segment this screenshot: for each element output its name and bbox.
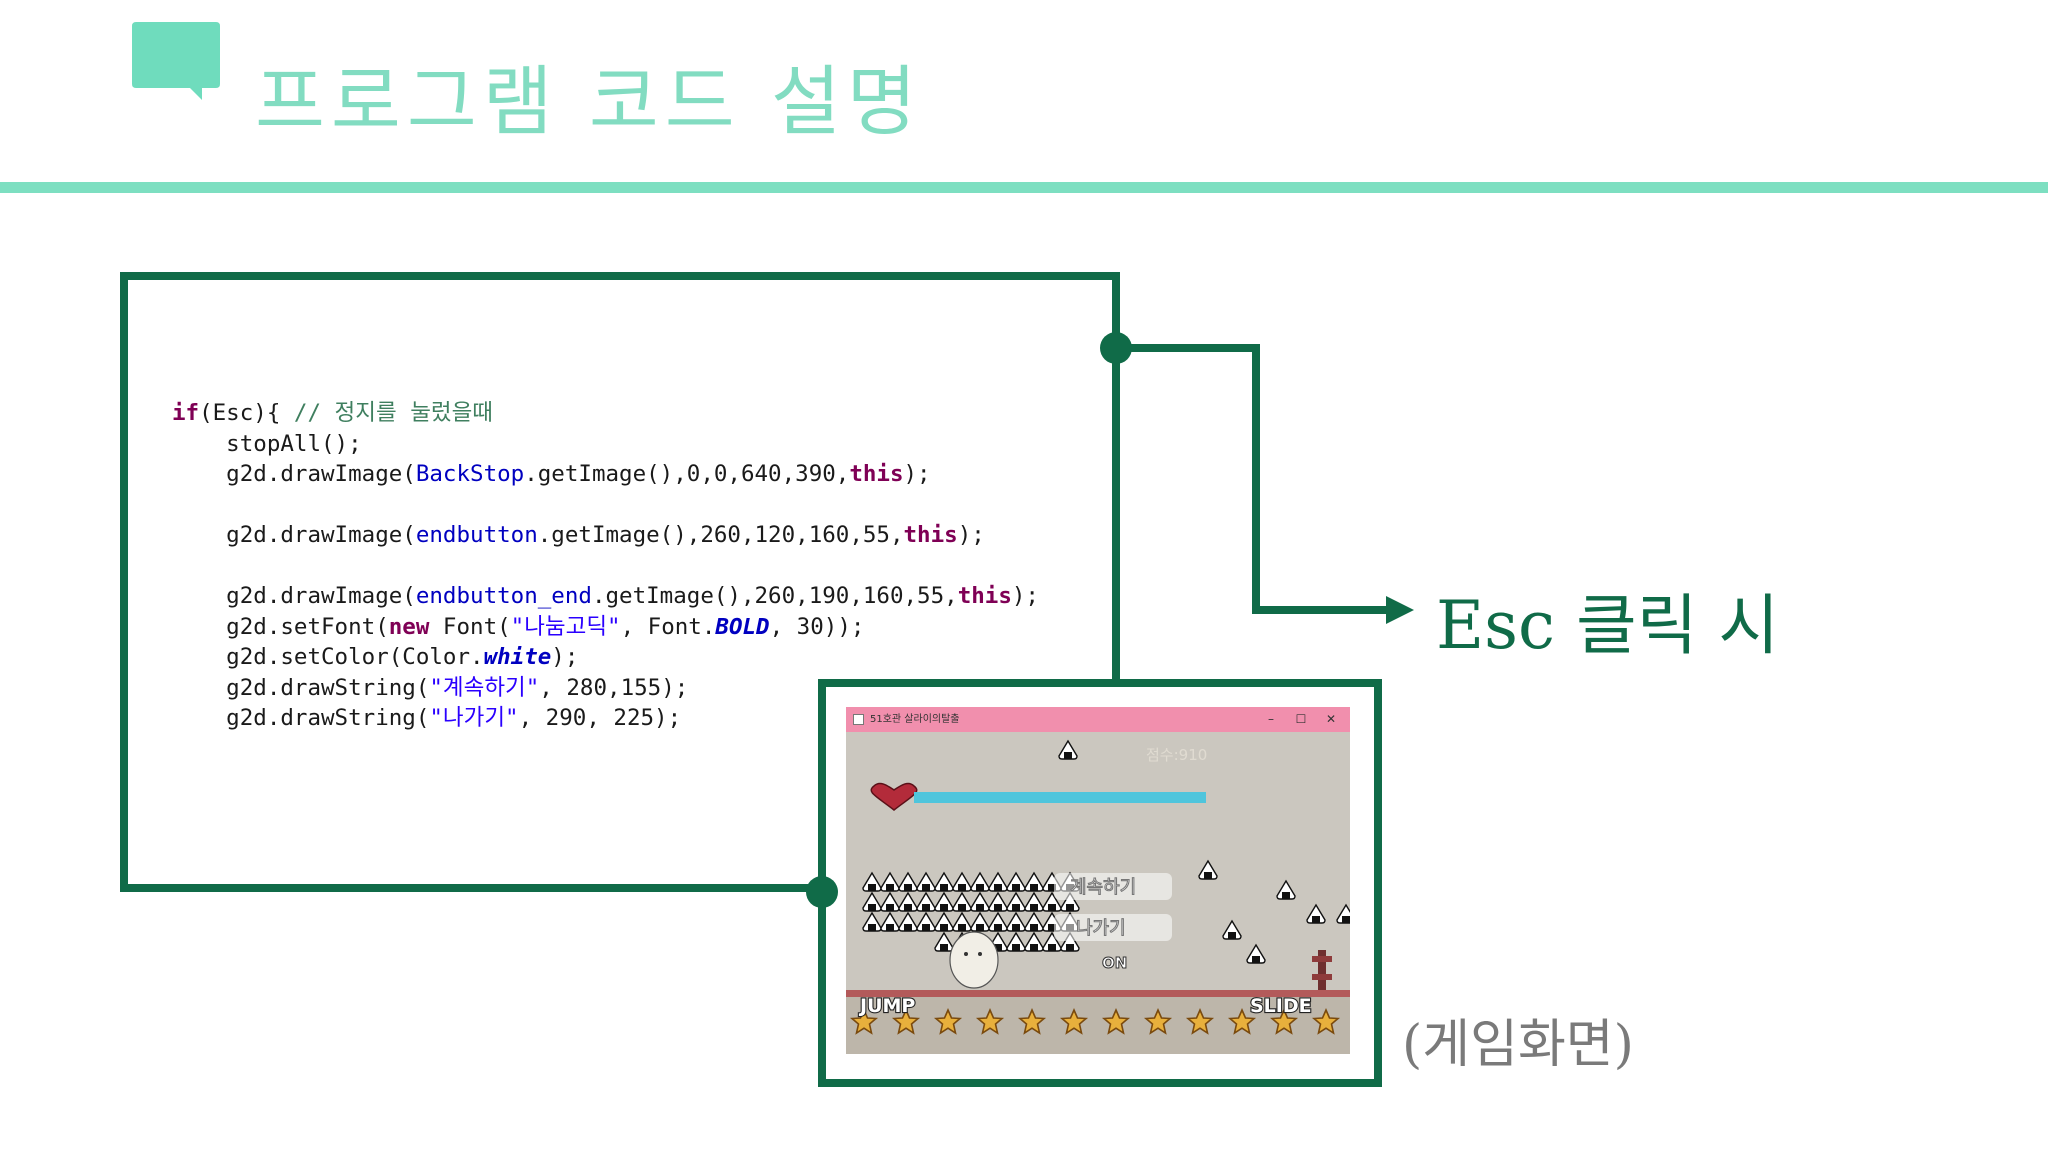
code-constant: white bbox=[483, 644, 552, 670]
code-token: g2d.setColor(Color. bbox=[172, 644, 484, 670]
player-character bbox=[949, 931, 999, 989]
speech-bubble-icon bbox=[132, 22, 220, 100]
code-token: g2d.setFont( bbox=[172, 613, 389, 640]
code-string: "나가기" bbox=[429, 705, 519, 731]
game-screen-caption: (게임화면) bbox=[1402, 1015, 1634, 1075]
resume-label: 계속하기 bbox=[1070, 877, 1136, 898]
jump-button[interactable]: JUMP bbox=[857, 994, 917, 1018]
code-token: ); bbox=[551, 644, 579, 670]
code-token: , 290, 225); bbox=[518, 705, 682, 731]
app-icon bbox=[853, 714, 864, 725]
exit-button[interactable] bbox=[1054, 914, 1172, 941]
code-token: Font( bbox=[429, 613, 511, 640]
code-token: , 30)); bbox=[769, 613, 865, 640]
sound-toggle[interactable]: ON bbox=[1102, 954, 1128, 973]
code-token: .getImage(),260,120,160,55, bbox=[537, 522, 904, 548]
code-string: "나눔고딕" bbox=[510, 613, 621, 640]
code-keyword: this bbox=[903, 522, 958, 548]
connector-dot bbox=[806, 876, 838, 908]
code-comment: // 정지를 눌렀을때 bbox=[293, 400, 494, 426]
code-keyword: this bbox=[957, 583, 1012, 609]
resume-button[interactable] bbox=[1054, 873, 1172, 900]
code-token: (Esc){ bbox=[199, 400, 294, 426]
code-token: , 280,155); bbox=[539, 674, 689, 701]
esc-click-label: Esc 클릭 시 bbox=[1436, 587, 1780, 664]
exit-label: 나가기 bbox=[1076, 918, 1126, 939]
title-divider bbox=[0, 182, 2048, 193]
close-button[interactable]: ✕ bbox=[1325, 712, 1337, 726]
slide-title: 프로그램 코드 설명 bbox=[255, 57, 923, 146]
slide-button[interactable]: SLIDE bbox=[1249, 994, 1313, 1018]
code-keyword: new bbox=[388, 613, 430, 640]
heart-icon bbox=[870, 782, 918, 811]
window-title: 51호관 살라이의탈출 bbox=[870, 714, 960, 725]
code-token: ); bbox=[903, 461, 931, 487]
code-token: g2d.drawImage( bbox=[172, 461, 416, 487]
code-token: ); bbox=[957, 522, 985, 548]
game-window: 51호관 살라이의탈출 – ☐ ✕ 점수:910 bbox=[846, 707, 1350, 1054]
code-listing: if(Esc){ // 정지를 눌렀을때 stopAll(); g2d.draw… bbox=[172, 398, 1039, 734]
window-titlebar: 51호관 살라이의탈출 – ☐ ✕ bbox=[846, 707, 1350, 732]
code-token: g2d.drawString( bbox=[172, 705, 430, 731]
code-field: BackStop bbox=[415, 461, 525, 487]
obstacle-post bbox=[1312, 950, 1332, 992]
arrow-head bbox=[1386, 596, 1414, 624]
code-field: endbutton bbox=[415, 522, 538, 548]
ground bbox=[846, 997, 1350, 1054]
code-keyword: this bbox=[849, 461, 904, 487]
maximize-button[interactable]: ☐ bbox=[1295, 712, 1307, 726]
code-token: , Font. bbox=[620, 613, 716, 640]
score-display: 점수:910 bbox=[1146, 746, 1207, 764]
code-line: stopAll(); bbox=[172, 430, 362, 457]
code-token: ); bbox=[1011, 583, 1039, 609]
connector-line bbox=[1116, 344, 1388, 614]
code-token: g2d.drawImage( bbox=[172, 583, 416, 609]
code-constant: BOLD bbox=[715, 613, 770, 640]
code-token: if bbox=[172, 400, 200, 426]
minimize-button[interactable]: – bbox=[1268, 712, 1274, 726]
game-canvas: 점수:910 계속하기 나가기 ON bbox=[846, 732, 1350, 1054]
code-token: g2d.drawImage( bbox=[172, 522, 416, 548]
code-token: .getImage(),260,190,160,55, bbox=[591, 583, 958, 609]
code-string: "계속하기" bbox=[429, 674, 540, 701]
connector-dot bbox=[1100, 332, 1132, 364]
code-token: .getImage(),0,0,640,390, bbox=[524, 461, 850, 487]
code-field: endbutton_end bbox=[415, 583, 592, 609]
health-bar-fill bbox=[914, 792, 1206, 803]
code-token: g2d.drawString( bbox=[172, 674, 430, 701]
ground-rail bbox=[846, 990, 1350, 997]
